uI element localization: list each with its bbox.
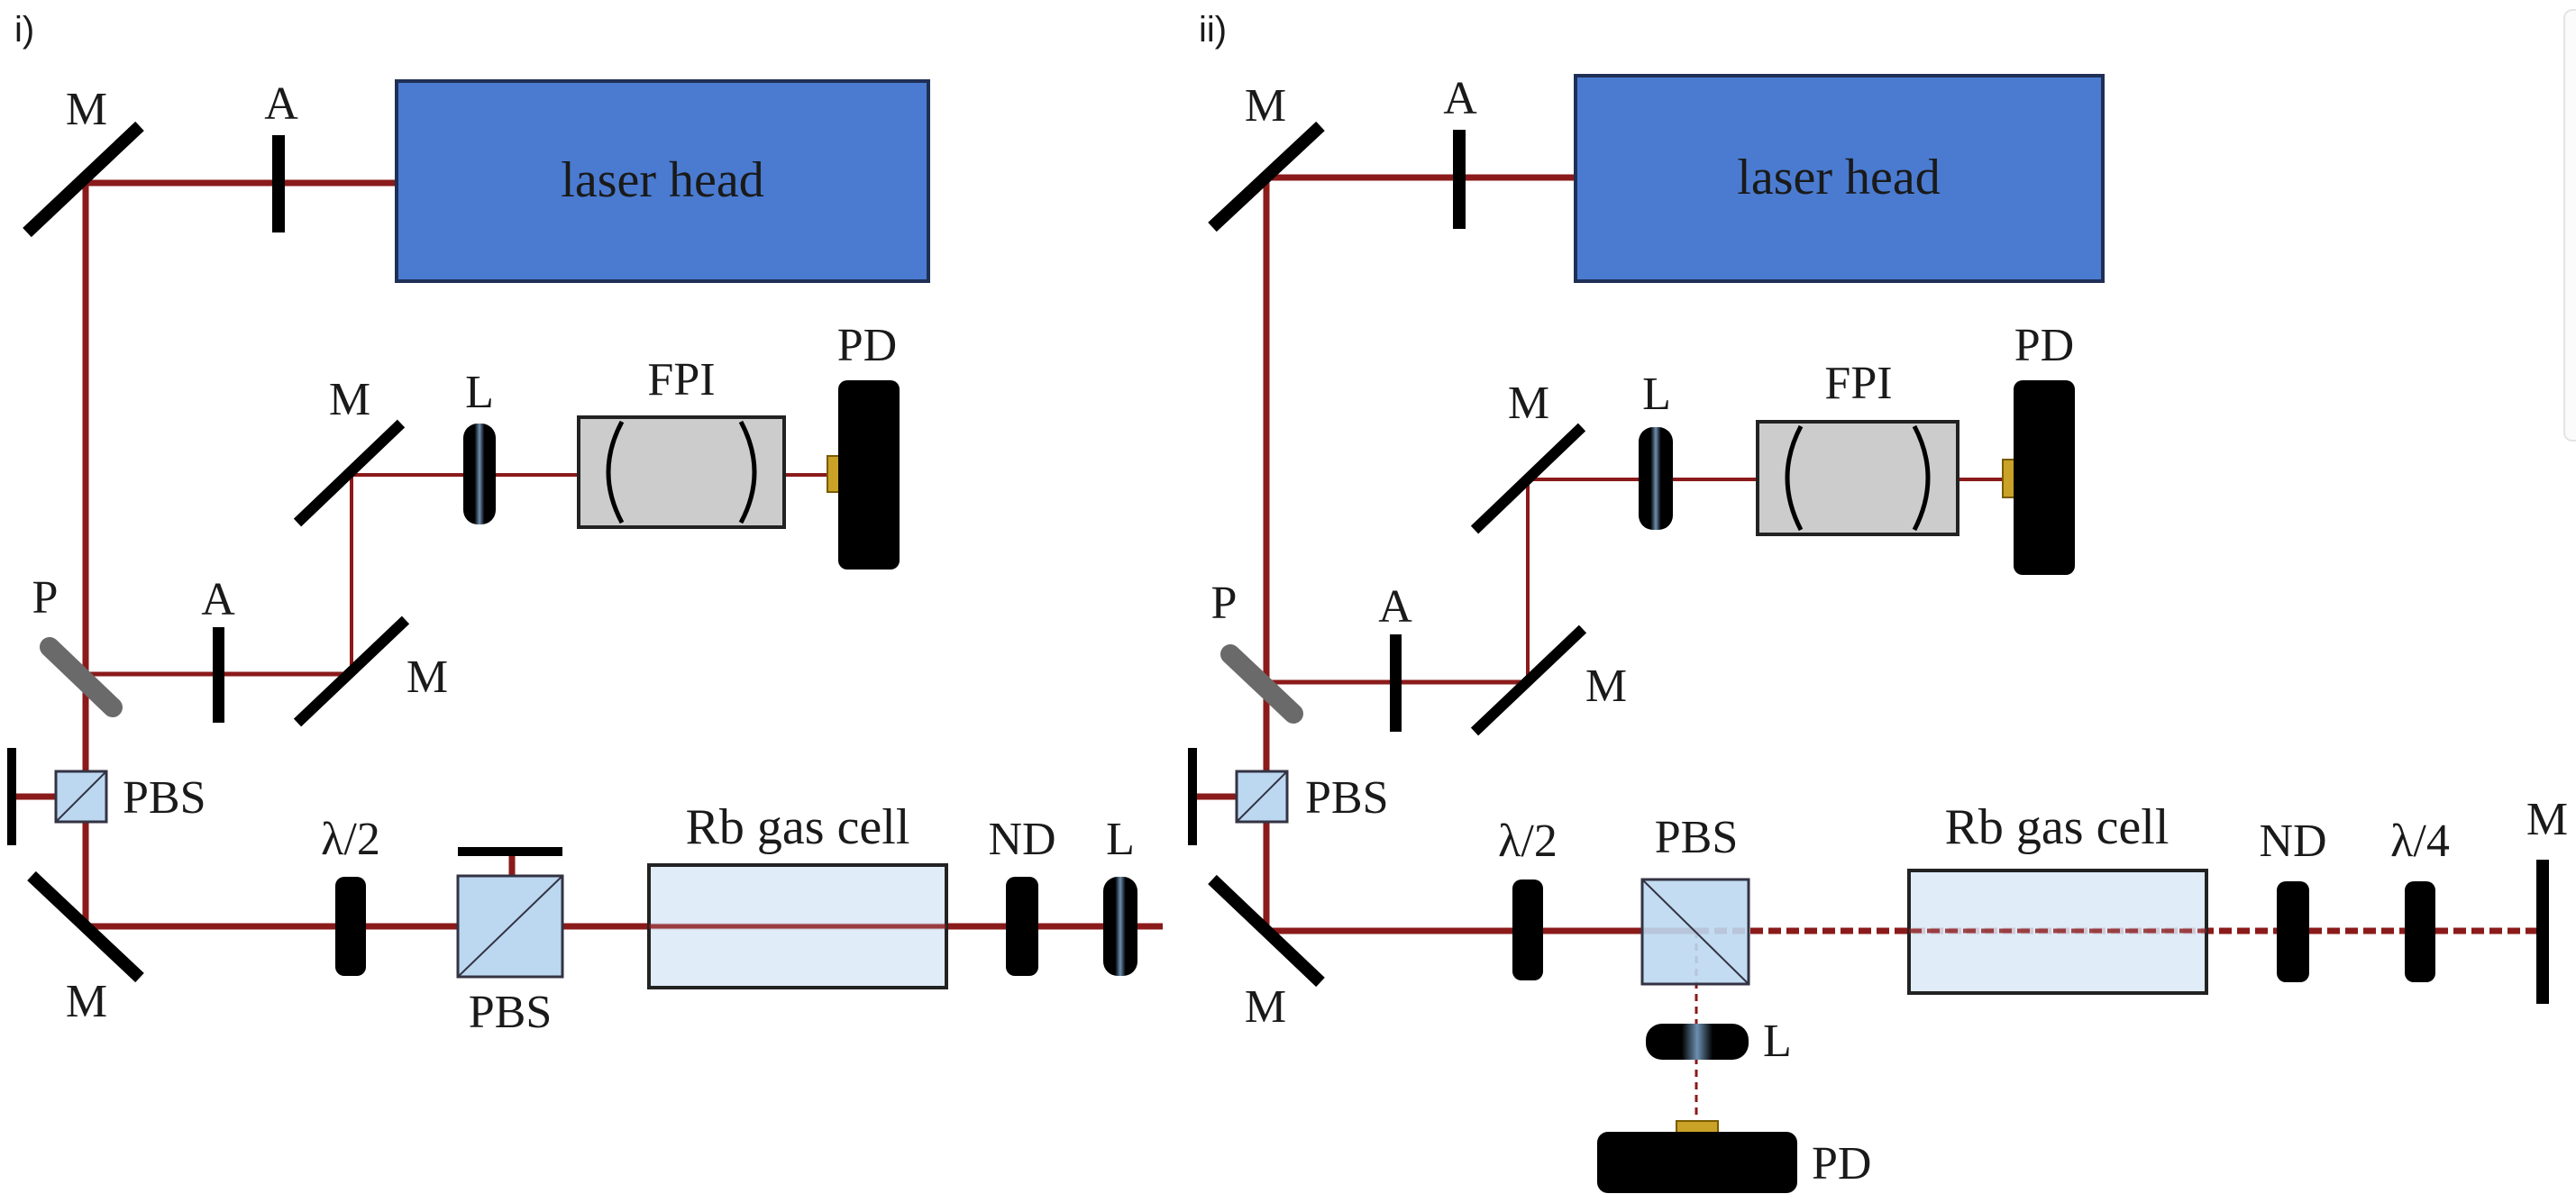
panel-i-photodiode-fpi-window [827, 455, 841, 493]
panel-ii-lens-bottom-label: L [1763, 1016, 1792, 1067]
panel-i-mirror-bottom [27, 870, 144, 983]
panel-i-laser-head [395, 79, 930, 283]
panel-ii-aperture-mid-label: A [1378, 581, 1412, 633]
panel-ii-lens-bottom [1646, 1024, 1749, 1060]
panel-ii-half-wave-plate [1512, 879, 1543, 980]
panel-i-nd-filter-label: ND [988, 814, 1055, 865]
panel-ii-mirror-top [1208, 121, 1325, 232]
panel-i-half-wave-plate [335, 877, 366, 976]
panel-ii-tag: ii) [1199, 10, 1227, 50]
panel-i-pbs-left-label: PBS [123, 772, 206, 824]
panel-i-half-wave-label: λ/2 [321, 814, 380, 865]
panel-ii-photodiode-fpi-window [2002, 459, 2016, 498]
panel-i-plate-label: P [32, 572, 59, 624]
panel-ii-aperture-mid [1390, 634, 1402, 732]
panel-i-lens-out [1103, 877, 1137, 976]
panel-i-aperture-top [272, 135, 285, 232]
panel-ii-mirror-bottom-label: M [1245, 981, 1286, 1033]
panel-i-pbs-bottom-label: PBS [469, 987, 553, 1038]
panel-i-mirror-top-label: M [66, 84, 107, 135]
panel-ii-laser-head-label: laser head [1737, 150, 1940, 205]
panel-i-fpi-label: FPI [647, 354, 715, 406]
panel-ii-lens-fpi-label: L [1642, 369, 1671, 420]
panel-i-gas-cell-label: Rb gas cell [686, 799, 910, 855]
panel-ii-mirror-mid-label: M [1585, 661, 1627, 712]
panel-ii-mirror-mid [1470, 624, 1587, 736]
panel-ii-plate-label: P [1211, 578, 1238, 629]
panel-ii-plate [1220, 644, 1303, 724]
panel-i-fpi-mirror-right [738, 420, 757, 524]
panel-ii-mirror-end [2536, 860, 2549, 1004]
panel-i-mirror-fpi-label: M [329, 374, 370, 425]
panel-i-beam-dump [7, 748, 16, 845]
panel-ii-lens-fpi [1639, 427, 1673, 530]
panel-ii-pbs-left-label: PBS [1305, 772, 1389, 824]
panel-ii-photodiode-bottom [1597, 1132, 1797, 1193]
panel-ii-gas-cell-label: Rb gas cell [1945, 799, 2170, 855]
panel-i-pbs-left-diagonal [55, 770, 107, 823]
panel-i-plate [40, 637, 123, 717]
panel-ii-fpi-label: FPI [1824, 358, 1892, 409]
panel-ii-fpi-mirror-right [1912, 424, 1931, 532]
panel-i-fpi [577, 415, 786, 529]
panel-ii-mirror-fpi-label: M [1508, 378, 1549, 429]
panel-ii-aperture-top-label: A [1443, 73, 1477, 124]
panel-ii-mirror-fpi [1470, 423, 1586, 534]
panel-ii-pbs-left-diagonal [1236, 770, 1288, 823]
panel-i-fpi-mirror-left [606, 420, 625, 524]
panel-i-lens-out-label: L [1106, 814, 1135, 865]
panel-i-laser-head-label: laser head [561, 152, 763, 208]
panel-i-pbs-bottom-block [458, 847, 562, 856]
panel-ii-pbs-main-label: PBS [1655, 812, 1739, 863]
panel-ii-nd-filter-label: ND [2259, 816, 2326, 867]
panel-ii-beam-dump [1188, 748, 1197, 845]
panel-i: i) laser head A M M L [7, 10, 1163, 1038]
panel-ii-half-wave-label: λ/2 [1498, 816, 1557, 867]
panel-ii-pbs-main-diagonal [1641, 879, 1749, 985]
panel-ii-photodiode-fpi [2014, 380, 2075, 575]
panel-i-mirror-bottom-label: M [66, 976, 107, 1027]
panel-ii-quarter-wave-plate [2405, 881, 2435, 982]
panel-ii-laser-head [1574, 74, 2105, 283]
panel-ii-nd-filter [2277, 881, 2309, 982]
vertical-scrollbar[interactable] [2563, 9, 2576, 442]
panel-ii-photodiode-fpi-label: PD [2014, 320, 2074, 371]
panel-i-mirror-fpi [293, 419, 406, 527]
panel-ii-mirror-end-label: M [2526, 794, 2568, 845]
panel-i-pbs-bottom-diagonal [457, 875, 563, 978]
panel-i-lens-fpi-label: L [465, 367, 494, 418]
panel-ii-fpi [1756, 420, 1959, 536]
panel-ii-mirror-bottom [1208, 874, 1325, 988]
panel-i-mirror-top [23, 121, 144, 238]
panel-i-nd-filter [1006, 877, 1038, 976]
panel-i-tag: i) [14, 10, 34, 50]
panel-ii-mirror-top-label: M [1245, 80, 1286, 132]
panel-i-aperture-top-label: A [264, 78, 298, 130]
panel-ii-fpi-mirror-left [1785, 424, 1804, 532]
panel-ii: ii) laser head A M M L [1188, 10, 2568, 1193]
panel-i-mirror-mid [293, 615, 410, 727]
panel-ii-quarter-wave-label: λ/4 [2390, 816, 2450, 867]
panel-i-photodiode-fpi-label: PD [837, 320, 897, 371]
panel-i-aperture-mid [213, 627, 224, 723]
panel-i-photodiode-fpi [838, 380, 900, 570]
panel-ii-aperture-top [1453, 130, 1466, 229]
panel-i-aperture-mid-label: A [201, 574, 235, 625]
panel-i-mirror-mid-label: M [406, 652, 448, 703]
panel-ii-photodiode-bottom-label: PD [1812, 1138, 1871, 1189]
panel-i-lens-fpi [463, 424, 496, 524]
